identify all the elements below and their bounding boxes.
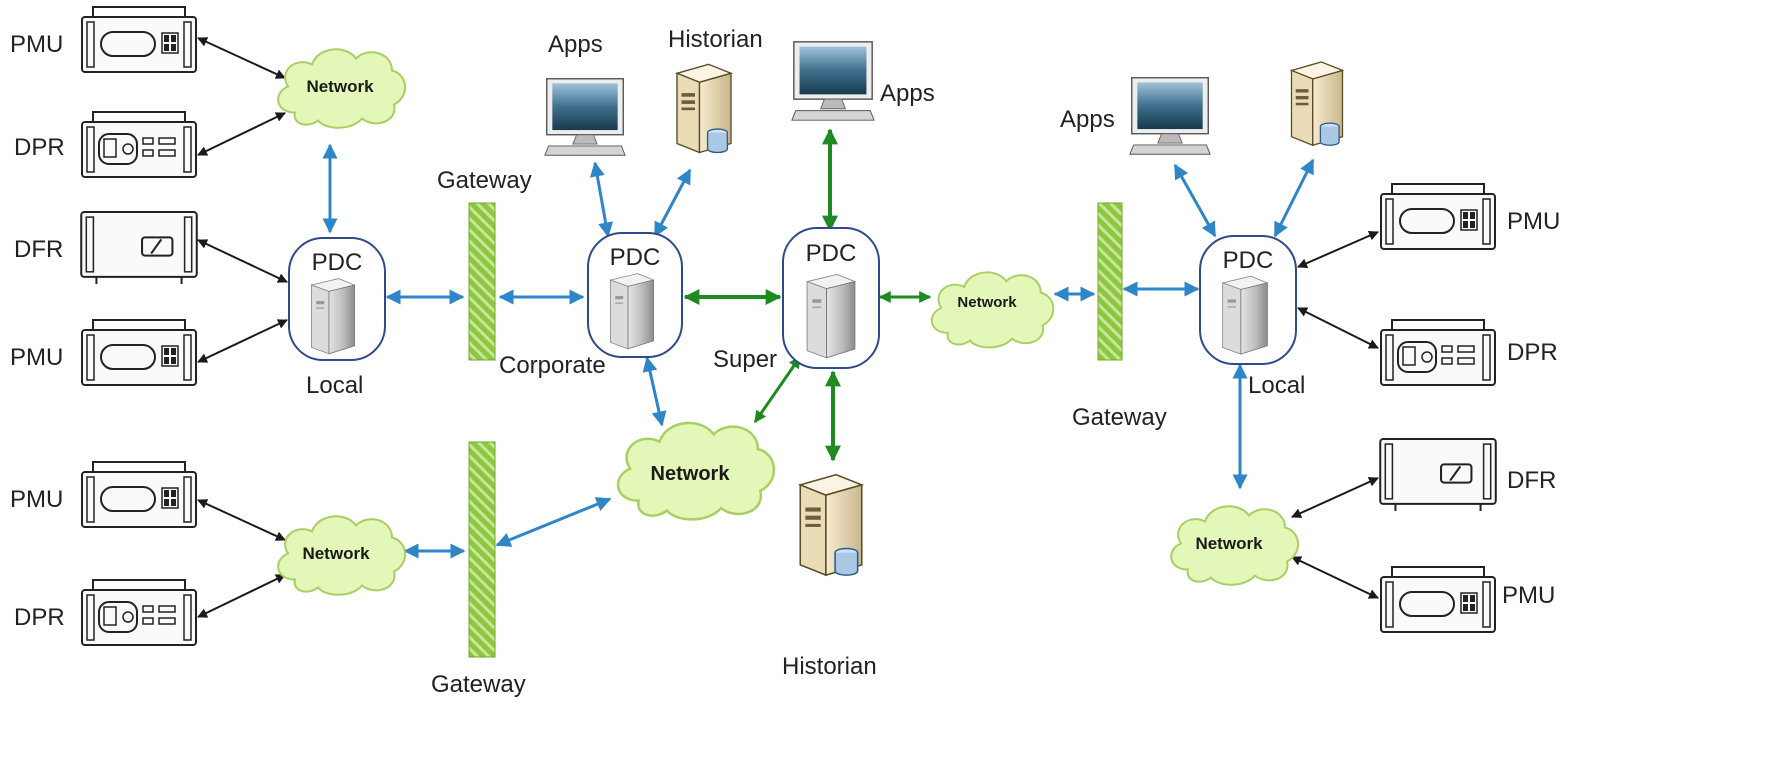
server-tower-icon [310, 278, 356, 355]
pdc-corporate: PDC [587, 232, 683, 358]
dfr-device-icon [1379, 438, 1497, 512]
server-tower-icon [806, 273, 856, 359]
super-label: Super [713, 346, 777, 373]
historian-label: Historian [782, 653, 877, 680]
pdc-nodes: PDC PDC PDC PDC [288, 227, 1297, 369]
network-label: Network [306, 77, 374, 96]
pdc-label: PDC [1223, 247, 1274, 274]
network-label: Network [957, 294, 1017, 311]
local-label: Local [306, 372, 363, 399]
pmu-label: PMU [1507, 208, 1560, 235]
dpr-device-icon [80, 578, 198, 647]
apps-monitor-icon [1129, 77, 1211, 155]
link-pdc-local-right-historian [1273, 158, 1315, 238]
network-label: Network [302, 544, 370, 563]
gateways [468, 202, 1123, 658]
historian-label: Historian [668, 26, 763, 53]
pmu-label: PMU [10, 486, 63, 513]
pmu-label: PMU [10, 31, 63, 58]
historian-server-icon [1290, 61, 1344, 146]
gateway-label: Gateway [437, 167, 532, 194]
network-cloud-top-left: Network [277, 48, 407, 129]
pdc-super: PDC [782, 227, 880, 369]
link-pmu5-network4 [1291, 556, 1379, 599]
historian-server-icon [676, 63, 732, 154]
apps-monitor-icon [544, 78, 626, 156]
link-pdc-corporate-network-center [642, 356, 667, 427]
pmu-device-icon [80, 460, 198, 529]
link-pmu4-pdc-local-right [1297, 231, 1379, 268]
link-dfr1-pdc-local [197, 239, 288, 283]
dfr-label: DFR [1507, 467, 1556, 494]
link-pdc-corporate-apps [589, 161, 614, 238]
local-label: Local [1248, 372, 1305, 399]
network-cloud-right: Network [930, 271, 1055, 349]
link-dpr1-network1 [197, 112, 286, 156]
historian-server-icon [799, 473, 863, 576]
pdc-local-left: PDC [288, 237, 386, 361]
link-dpr4-pdc-local-right [1297, 307, 1379, 349]
apps-label: Apps [1060, 106, 1115, 133]
network-cloud-bottom-right: Network [1170, 505, 1300, 586]
pdc-local-right: PDC [1199, 235, 1297, 365]
pmu-device-icon [80, 5, 198, 74]
dfr-label: DFR [14, 236, 63, 263]
network-label: Network [651, 463, 731, 485]
link-pdc-corporate-historian [653, 168, 692, 238]
server-tower-icon [1222, 275, 1268, 355]
dpr-label: DPR [1507, 339, 1558, 366]
pmu-device-icon [1379, 182, 1497, 251]
corporate-label: Corporate [499, 352, 606, 379]
connections [197, 37, 1379, 618]
server-tower-icon [609, 273, 655, 350]
pdc-label: PDC [312, 249, 363, 276]
gateway-bar-right [1097, 202, 1123, 361]
link-dfr4-network4 [1291, 477, 1379, 518]
dpr-device-icon [1379, 318, 1497, 387]
link-pdc-super-network-center [753, 356, 802, 423]
network-cloud-bottom-left: Network [277, 515, 407, 596]
gateway-bar-left-bottom [468, 441, 496, 658]
networks: Network Network Network Network Network [277, 48, 1300, 596]
gateway-bar-left-top [468, 202, 496, 361]
network-cloud-center: Network [616, 421, 776, 521]
apps-monitor-icon [791, 41, 875, 121]
gateway-label: Gateway [1072, 404, 1167, 431]
pmu-device-icon [1379, 565, 1497, 634]
network-label: Network [1195, 534, 1263, 553]
dfr-device-icon [80, 211, 198, 285]
text-labels: PMU DPR DFR PMU PMU DPR PMU DPR DFR PMU … [10, 26, 1560, 698]
link-pmu2-pdc-local [197, 319, 288, 363]
dpr-device-icon [80, 110, 198, 179]
link-pmu1-network1 [197, 37, 286, 79]
pdc-label: PDC [610, 244, 661, 271]
link-pmu3-network3 [197, 499, 286, 541]
pmu-label: PMU [1502, 582, 1555, 609]
pdc-label: PDC [806, 240, 857, 267]
apps-label: Apps [880, 80, 935, 107]
pmu-device-icon [80, 318, 198, 387]
dpr-label: DPR [14, 604, 65, 631]
link-gateway2-network-center [495, 497, 612, 547]
link-pdc-local-right-apps [1173, 163, 1217, 238]
gateway-label: Gateway [431, 671, 526, 698]
apps-label: Apps [548, 31, 603, 58]
dpr-label: DPR [14, 134, 65, 161]
link-dpr3-network3 [197, 574, 286, 618]
pmu-label: PMU [10, 344, 63, 371]
